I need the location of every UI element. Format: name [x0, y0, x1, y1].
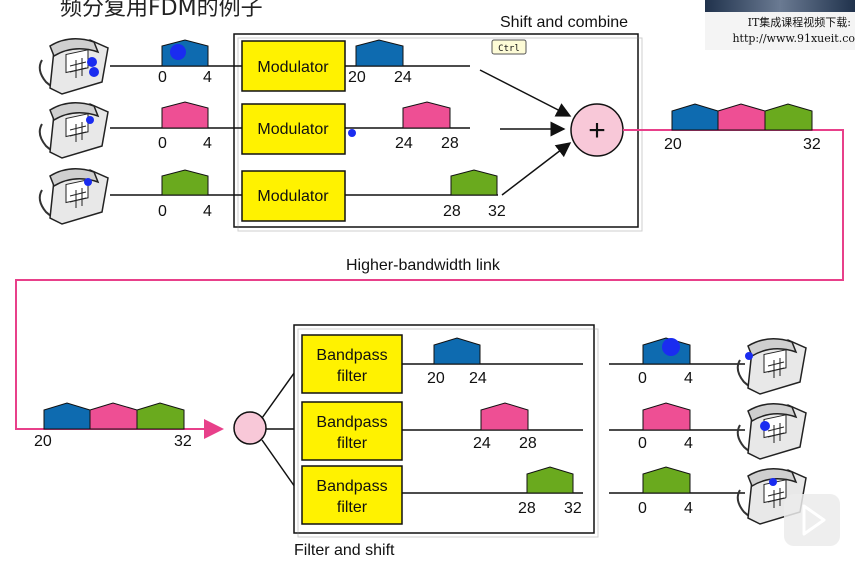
filter-label: Bandpass	[316, 414, 387, 431]
telephone-icon	[736, 337, 807, 395]
splitter-icon	[233, 411, 267, 445]
filtered-spectrum-3	[526, 466, 574, 494]
combined-spectrum-blue	[671, 103, 719, 131]
plus-icon: +	[588, 114, 606, 147]
filter-label: filter	[337, 499, 368, 516]
annotation-marks	[84, 44, 777, 486]
output-spectrum-2	[642, 402, 691, 431]
freq-label: 20	[427, 370, 445, 387]
freq-label: 4	[203, 135, 212, 152]
freq-label: 0	[158, 203, 167, 220]
freq-label: 32	[564, 500, 582, 517]
modulator-box	[241, 170, 346, 222]
telephone-icon	[38, 167, 109, 225]
watermark: IT集成课程视频下载: http://www.91xueit.co	[705, 0, 855, 50]
freq-label: 4	[203, 203, 212, 220]
watermark-line2: http://www.91xueit.co	[732, 32, 855, 45]
combined-spectrum-green	[136, 402, 185, 430]
freq-label: 0	[638, 435, 647, 452]
bandpass-filter-box	[301, 465, 403, 525]
filter-shift-title: Filter and shift	[294, 542, 395, 559]
freq-label: 4	[684, 500, 693, 517]
freq-label: 28	[519, 435, 537, 452]
watermark-line1: IT集成课程视频下载:	[747, 16, 851, 29]
freq-label: 24	[394, 69, 412, 86]
freq-label: 20	[348, 69, 366, 86]
combined-spectrum-green	[764, 103, 813, 131]
freq-label: 4	[203, 69, 212, 86]
freq-label: 20	[664, 136, 682, 153]
combined-spectrum-blue	[43, 402, 91, 430]
freq-label: 32	[174, 433, 192, 450]
freq-label: 20	[34, 433, 52, 450]
freq-label: 24	[395, 135, 413, 152]
freq-label: 28	[443, 203, 461, 220]
shift-combine-title: Shift and combine	[500, 14, 628, 31]
link-label: Higher-bandwidth link	[346, 257, 501, 274]
play-icon	[802, 504, 826, 536]
input-spectrum-2	[161, 101, 209, 129]
combined-spectrum-pink	[89, 402, 138, 430]
shifted-spectrum-2	[402, 101, 451, 129]
freq-label: 0	[158, 69, 167, 86]
freq-label: 32	[803, 136, 821, 153]
play-button[interactable]	[784, 494, 840, 546]
freq-label: 28	[518, 500, 536, 517]
filter-label: Bandpass	[316, 478, 387, 495]
freq-label: 4	[684, 435, 693, 452]
ctrl-tooltip-text: Ctrl	[498, 44, 520, 54]
freq-label: 0	[638, 500, 647, 517]
filter-label: filter	[337, 368, 368, 385]
modulator-label: Modulator	[257, 121, 329, 138]
telephone-icon	[736, 402, 807, 460]
modulator-label: Modulator	[257, 59, 329, 76]
bandpass-filter-box	[301, 334, 403, 394]
freq-label: 32	[488, 203, 506, 220]
freq-label: 0	[158, 135, 167, 152]
freq-label: 28	[441, 135, 459, 152]
input-spectrum-3	[161, 169, 209, 196]
freq-label: 0	[638, 370, 647, 387]
telephone-icon	[38, 37, 109, 95]
bandpass-filter-box	[301, 401, 403, 461]
presenter-photo	[705, 0, 855, 12]
shifted-spectrum-1	[355, 39, 404, 67]
filter-label: filter	[337, 435, 368, 452]
filtered-spectrum-2	[480, 402, 529, 431]
filtered-spectrum-1	[433, 337, 481, 365]
filter-label: Bandpass	[316, 347, 387, 364]
combined-spectrum-pink	[717, 103, 766, 131]
ctrl-tooltip	[491, 39, 527, 55]
freq-label: 24	[473, 435, 491, 452]
freq-label: 4	[684, 370, 693, 387]
slide-heading: 频分复用FDM的例子	[60, 0, 263, 21]
shifted-spectrum-3	[450, 169, 498, 196]
telephone-icon	[38, 101, 109, 159]
freq-label: 24	[469, 370, 487, 387]
modulator-label: Modulator	[257, 188, 329, 205]
output-spectrum-3	[642, 466, 691, 494]
modulator-box	[241, 103, 346, 155]
